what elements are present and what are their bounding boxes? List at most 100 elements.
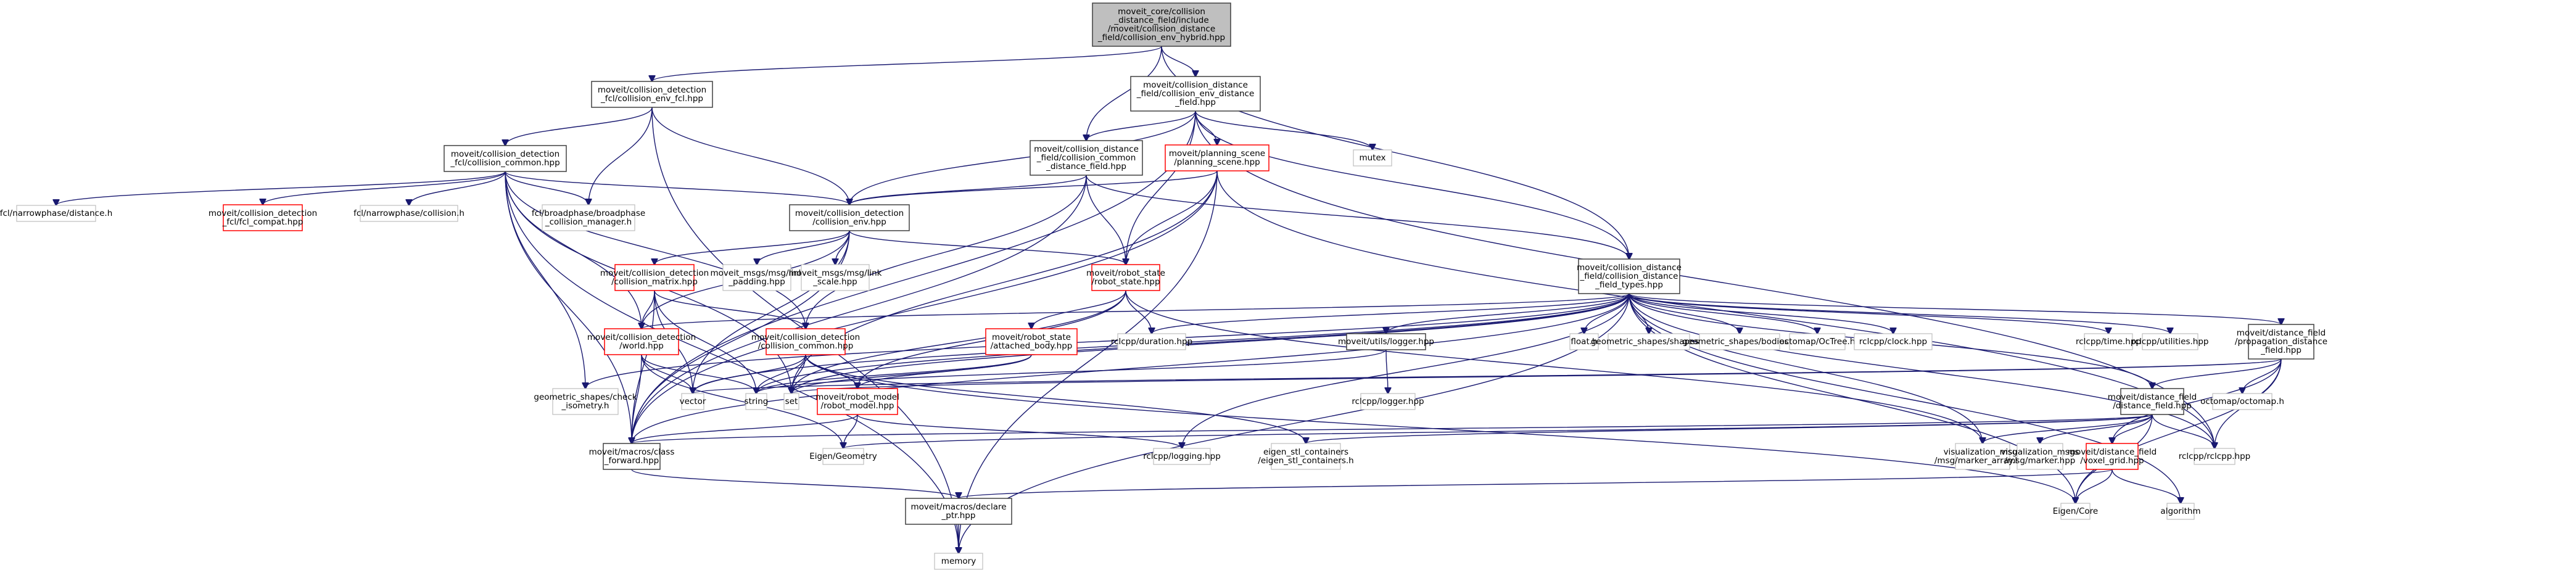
node-logger[interactable]: moveit/utils/logger.hpp <box>1338 333 1434 350</box>
node-label-line: algorithm <box>2160 506 2200 516</box>
node-box <box>2060 503 2091 520</box>
node-vector: vector <box>680 393 706 410</box>
node-label-line: /voxel_grid.hpp <box>2080 456 2144 466</box>
edge-voxel_grid-to-algorithm <box>2112 469 2181 503</box>
node-cd_matrix[interactable]: moveit/collision_detection/collision_mat… <box>600 264 709 291</box>
edges-layer <box>56 46 2281 553</box>
node-cdf_common_df[interactable]: moveit/collision_distance_field/collisio… <box>1030 140 1143 176</box>
edge-cdf_types-to-rclcpp_clock <box>1629 293 1893 334</box>
edge-voxel_grid-to-eigen_core <box>2076 469 2113 503</box>
edge-cdf_types-to-gs_check_iso <box>585 293 1630 389</box>
node-voxel_grid[interactable]: moveit/distance_field/voxel_grid.hpp <box>2068 443 2157 470</box>
edge-cd_fcl_common-to-cd_world <box>505 171 642 329</box>
edge-robot_state-to-rclcpp_duration <box>1125 290 1152 334</box>
node-label-line: _field/collision_env_distance <box>1136 89 1255 99</box>
edge-distance_field-to-voxel_grid <box>2112 414 2153 443</box>
node-box <box>1955 443 2010 470</box>
node-robot_model[interactable]: moveit/robot_model/robot_model.hpp <box>815 388 899 415</box>
node-octomap_h: octomap/octomap.h <box>2200 393 2284 410</box>
edge-logger-to-rclcpp_logger <box>1386 349 1388 394</box>
node-label-line: mutex <box>1359 153 1385 163</box>
node-label-line: moveit/collision_detection <box>598 85 706 95</box>
edge-prop_df-to-set <box>791 358 2282 394</box>
edge-root-to-cd_fcl_env <box>652 46 1162 81</box>
node-box <box>1165 144 1269 171</box>
node-box <box>1699 333 1780 350</box>
node-box <box>2194 448 2235 465</box>
node-label-line: _field/collision_distance <box>1580 271 1678 281</box>
node-rclcpp_logger: rclcpp/logger.hpp <box>1352 393 1424 410</box>
node-label-line: moveit/robot_state <box>1086 268 1165 278</box>
node-label-line: moveit/collision_detection <box>600 268 709 278</box>
node-label-line: moveit/robot_state <box>992 332 1071 342</box>
node-label-line: /attached_body.hpp <box>991 341 1073 351</box>
edge-cd_world-to-vector <box>641 354 693 394</box>
node-label-line: moveit/utils/logger.hpp <box>1338 337 1434 347</box>
node-cdf_env_df[interactable]: moveit/collision_distance_field/collisio… <box>1130 76 1261 112</box>
edge-prop_df-to-distance_field <box>2152 358 2282 389</box>
node-root[interactable]: moveit_core/collision_distance_field/inc… <box>1092 2 1231 47</box>
edge-cdf_env_df-to-class_forward <box>632 110 1196 443</box>
node-label-line: Eigen/Geometry <box>809 451 877 461</box>
node-box <box>223 204 303 231</box>
edge-class_forward-to-declare_ptr <box>631 469 959 498</box>
node-fcl_collision: fcl/narrowphase/collision.h <box>353 205 464 222</box>
edge-cd_world-to-class_forward <box>632 354 642 443</box>
node-fcl_compat[interactable]: moveit/collision_detection_fcl/fcl_compa… <box>208 204 317 231</box>
edge-cd_fcl_env-to-cd_fcl_common <box>505 107 653 146</box>
edge-cd_fcl_common-to-memory <box>505 171 959 553</box>
node-attached_body[interactable]: moveit/robot_state/attached_body.hpp <box>985 328 1078 355</box>
edge-cd_fcl_common-to-fcl_collision <box>409 171 506 205</box>
node-gs_check_iso: geometric_shapes/check_isometry.h <box>534 388 637 415</box>
node-label-line: moveit/collision_distance <box>1143 80 1248 90</box>
node-box <box>1030 140 1143 176</box>
edge-cdf_types-to-rclcpp_time <box>1629 293 2108 334</box>
node-eigen_stl: eigen_stl_containers/eigen_stl_container… <box>1258 443 1354 470</box>
edge-cdf_env_df-to-cdf_types <box>1195 110 1629 259</box>
edge-robot_model-to-rclcpp_logging <box>857 414 1182 448</box>
node-label-line: _field/collision_env_hybrid.hpp <box>1097 33 1225 43</box>
edge-cd_fcl_common-to-cd_env <box>505 171 849 205</box>
node-label-line: moveit_msgs/msg/link <box>788 268 881 278</box>
edge-root-to-cdf_env_df <box>1161 46 1195 76</box>
edge-cd_fcl_common-to-fcl_compat <box>263 171 506 205</box>
node-cd_world[interactable]: moveit/collision_detection/world.hpp <box>587 328 696 355</box>
node-cd_common[interactable]: moveit/collision_detection/collision_com… <box>751 328 860 355</box>
node-label-line: vector <box>680 397 706 406</box>
node-planning_scene[interactable]: moveit/planning_scene/planning_scene.hpp <box>1165 144 1269 171</box>
node-label-line: moveit/collision_detection <box>751 332 860 342</box>
node-box <box>822 448 864 465</box>
node-cdf_types[interactable]: moveit/collision_distance_field/collisio… <box>1577 258 1682 294</box>
node-robot_state[interactable]: moveit/robot_state/robot_state.hpp <box>1086 264 1165 291</box>
node-rclcpp_duration: rclcpp/duration.hpp <box>1111 333 1192 350</box>
node-declare_ptr[interactable]: moveit/macros/declare_ptr.hpp <box>905 498 1012 525</box>
edge-cdf_types-to-set <box>791 293 1630 394</box>
node-label-line: /msg/marker.hpp <box>2005 456 2076 466</box>
node-label-line: moveit/collision_detection <box>795 208 904 218</box>
node-label-line: moveit_core/collision <box>1118 7 1205 17</box>
node-prop_df[interactable]: moveit/distance_field/propagation_distan… <box>2235 324 2327 360</box>
node-cd_env[interactable]: moveit/collision_detection/collision_env… <box>789 204 910 231</box>
node-label-line: fcl/narrowphase/collision.h <box>353 208 464 218</box>
node-marker: visualization_msgs/msg/marker.hpp <box>2001 443 2079 470</box>
node-label-line: string <box>745 397 769 406</box>
node-box <box>681 393 704 410</box>
node-label-line: moveit/macros/declare <box>910 502 1006 512</box>
node-label-line: _distance_field.hpp <box>1046 162 1126 171</box>
node-cd_fcl_env[interactable]: moveit/collision_detection_fcl/collision… <box>591 81 713 108</box>
node-label-line: _isometry.h <box>561 401 609 411</box>
node-label-line: /propagation_distance <box>2235 337 2327 347</box>
node-box <box>614 264 695 291</box>
node-class_forward[interactable]: moveit/macros/class_forward.hpp <box>589 443 675 470</box>
node-label-line: visualization_msgs <box>2001 447 2079 457</box>
node-label-line: moveit/collision_detection <box>587 332 696 342</box>
node-box <box>444 145 567 172</box>
node-distance_field[interactable]: moveit/distance_field/distance_field.hpp <box>2108 388 2197 415</box>
edge-planning_scene-to-robot_state <box>1126 170 1218 265</box>
node-label-line: geometric_shapes/check <box>534 392 637 402</box>
node-box <box>2142 333 2198 350</box>
edge-cdf_types-to-rclcpp_logging <box>1182 293 1630 448</box>
edge-cdf_types-to-class_forward <box>632 293 1630 443</box>
node-label-line: rclcpp/utilities.hpp <box>2131 337 2208 347</box>
node-cd_fcl_common[interactable]: moveit/collision_detection_fcl/collision… <box>444 145 567 172</box>
